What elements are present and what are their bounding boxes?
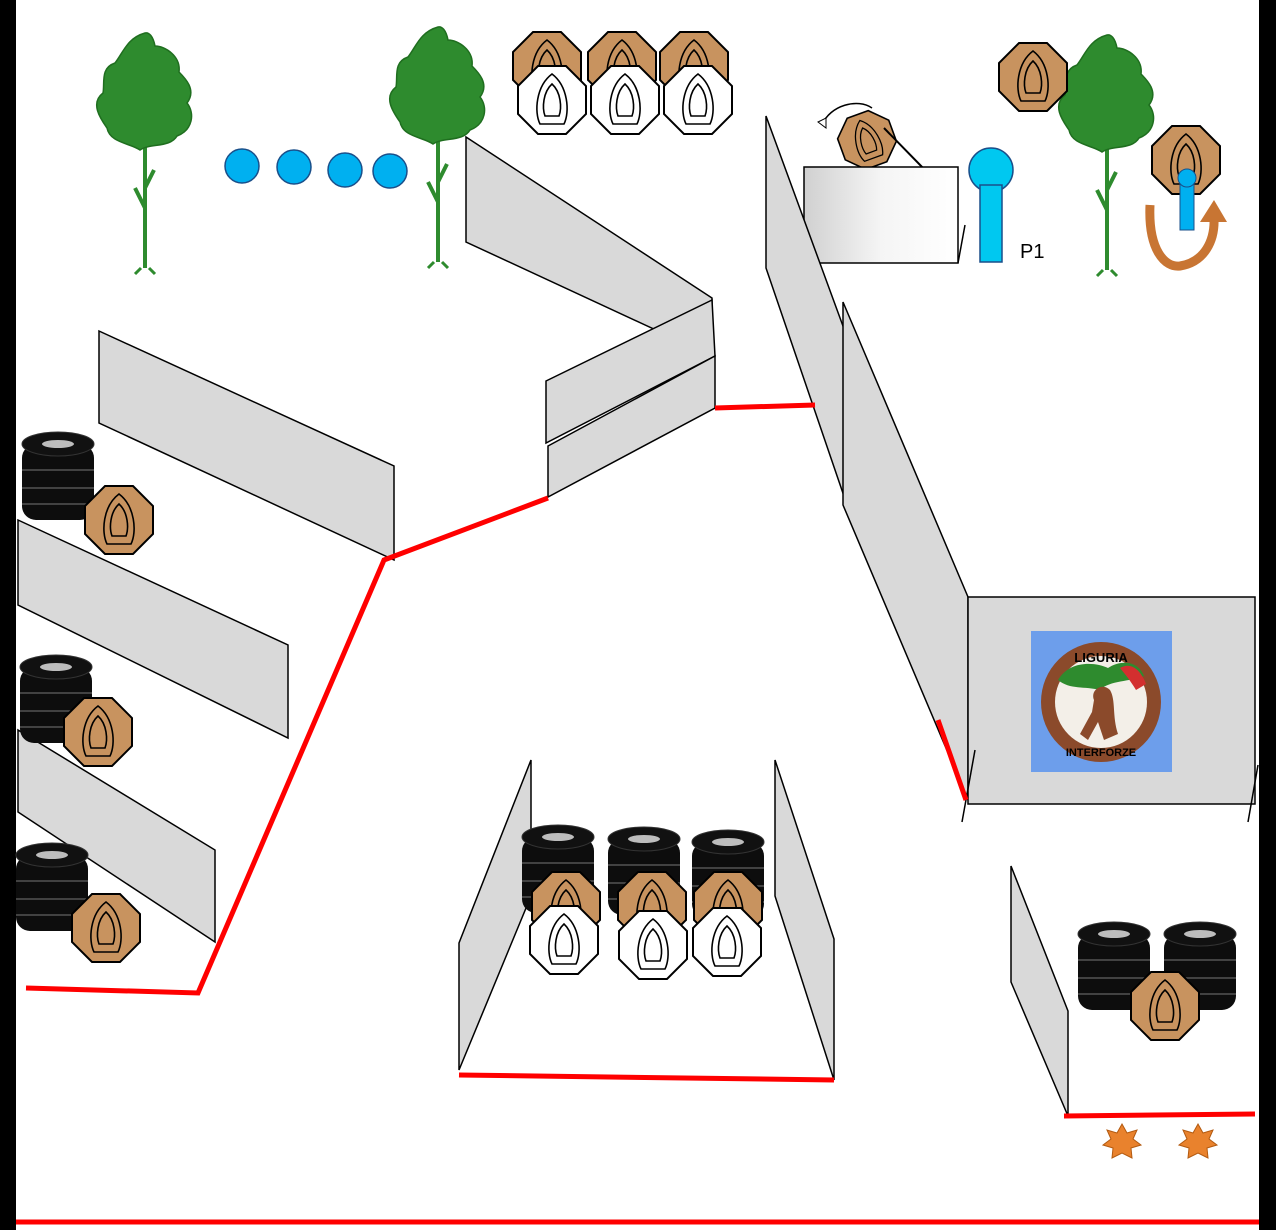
- no-shoot-target-icon: [618, 910, 688, 980]
- fault-line-bay: [458, 1072, 835, 1083]
- paper-target-icon: [84, 485, 154, 555]
- no-shoot-target-icon: [663, 65, 733, 135]
- popper-label: P1: [1020, 241, 1044, 263]
- tree-icon: [1056, 32, 1156, 278]
- steel-plate-row: [224, 148, 408, 189]
- start-table: [803, 166, 959, 264]
- bay-wall-left: [458, 759, 532, 1071]
- no-shoot-target-icon: [692, 907, 762, 977]
- star-icon: [1102, 1123, 1142, 1159]
- steel-plate-icon: [372, 153, 408, 189]
- no-shoot-target-icon: [590, 65, 660, 135]
- wall-left-1: [98, 329, 395, 562]
- wall-left-2: [17, 518, 289, 740]
- logo-text-top: LIGURIA: [1074, 650, 1128, 665]
- paper-target-icon: [1130, 971, 1200, 1041]
- wall-bottom-right: [1010, 865, 1069, 1117]
- wall-right-long: [842, 301, 969, 801]
- liguria-interforze-logo: LIGURIA INTERFORZE: [1031, 631, 1172, 772]
- right-border-bar: [1259, 0, 1276, 1230]
- swinger-target: [817, 102, 926, 176]
- bay-wall-right: [774, 759, 835, 1081]
- steel-plate-icon: [276, 149, 312, 185]
- no-shoot-target-icon: [517, 65, 587, 135]
- logo-text-bottom: INTERFORZE: [1066, 747, 1136, 759]
- tree-icon: [94, 30, 194, 276]
- top-target-group: [512, 31, 733, 135]
- star-icon: [1178, 1123, 1218, 1159]
- fault-line-right-edge: [935, 719, 969, 801]
- paper-target-icon: [63, 697, 133, 767]
- fault-line-left: [25, 495, 549, 996]
- no-shoot-target-icon: [529, 905, 599, 975]
- paper-target-icon: [71, 893, 141, 963]
- mover-target: [1145, 125, 1227, 271]
- fault-line-top-right: [714, 402, 816, 411]
- fault-lines: [25, 402, 1256, 1119]
- paper-target-icon: [831, 104, 903, 176]
- steel-plate-icon: [224, 148, 260, 184]
- steel-plate-icon: [327, 152, 363, 188]
- left-border-bar: [0, 0, 16, 1230]
- paper-target-icon: [998, 42, 1068, 112]
- fault-line-bottom-right: [1063, 1111, 1256, 1119]
- tire-stack-icon: [21, 431, 95, 521]
- rotation-arrow-icon: [1145, 204, 1219, 271]
- popper-icon: [968, 147, 1014, 263]
- wall-left-3: [17, 728, 216, 944]
